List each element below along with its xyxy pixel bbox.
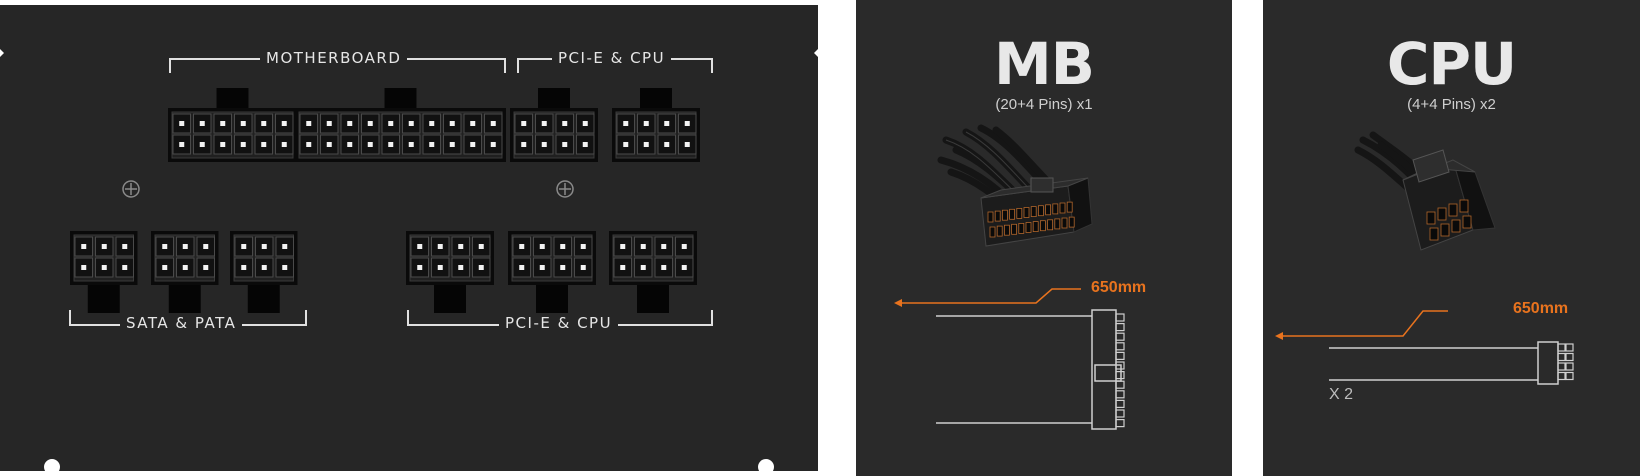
socket-mb-10pin (168, 88, 297, 162)
label-pcie-cpu-bottom: PCI-E & CPU (499, 314, 619, 332)
mb-title: MB (994, 30, 1095, 98)
socket-sata-3 (230, 231, 298, 313)
psu-modular-panel: MOTHERBOARD PCI-E & CPU SATA & PATA PCI-… (0, 5, 818, 471)
psu-connector-diagram (0, 49, 818, 471)
label-motherboard: MOTHERBOARD (260, 49, 408, 67)
mb-length-label: 650mm (1091, 279, 1147, 296)
cpu-cable-panel: CPU (4+4 Pins) x2 650mm X 2 (1263, 0, 1640, 476)
cpu-quantity-label: X 2 (1329, 386, 1354, 403)
cpu-length-label: 650mm (1513, 300, 1569, 317)
socket-sata-2 (151, 231, 219, 313)
socket-pcie-cpu-top-1 (510, 88, 598, 162)
mb-subtitle: (20+4 Pins) x1 (995, 96, 1093, 113)
label-pcie-cpu-top: PCI-E & CPU (552, 49, 672, 67)
cpu-title: CPU (1386, 30, 1517, 98)
cpu-connector-illustration (1275, 131, 1574, 385)
socket-pcie-cpu-bottom-1 (406, 231, 494, 313)
socket-pcie-cpu-top-2 (612, 88, 700, 162)
socket-mb-18pin (295, 88, 506, 162)
cpu-subtitle: (4+4 Pins) x2 (1407, 96, 1496, 113)
label-sata-pata: SATA & PATA (120, 314, 243, 332)
mb-connector-illustration (894, 124, 1125, 430)
socket-sata-1 (70, 231, 138, 313)
mb-cable-panel: MB (20+4 Pins) x1 (856, 0, 1232, 476)
socket-pcie-cpu-bottom-2 (508, 231, 596, 313)
socket-pcie-cpu-bottom-3 (609, 231, 697, 313)
